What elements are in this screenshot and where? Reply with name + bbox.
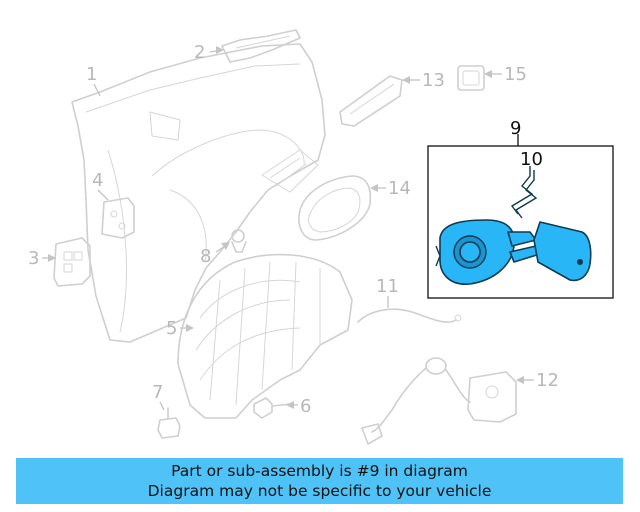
callout-7-label: 7 [152,382,163,403]
callout-14-label: 14 [388,178,411,199]
part-6-bolt [253,397,293,419]
part-1-quarter-panel [71,43,326,343]
part-3-mount [53,237,91,287]
part-7-clip [157,407,181,439]
part-12-actuator [361,357,517,445]
part-15-seal [457,65,485,91]
callout-11-label: 11 [376,276,399,297]
callout-4-label: 4 [92,170,103,191]
part-13-trim [339,75,403,127]
callout-5-label: 5 [166,318,177,339]
callout-15-label: 15 [504,64,527,85]
callout-6: 6 [286,396,311,417]
callout-8: 8 [200,242,230,267]
callout-9-label: 9 [510,118,521,139]
callout-2: 2 [194,42,224,63]
callout-11: 11 [376,276,399,308]
part-14-housing [298,175,372,241]
callout-3: 3 [28,248,56,269]
callout-12: 12 [516,370,559,391]
callout-4: 4 [92,170,109,201]
part-4-bracket [101,197,135,239]
callout-10-label: 10 [520,149,543,170]
callout-12-label: 12 [536,370,559,391]
callout-6-label: 6 [300,396,311,417]
callout-14: 14 [370,178,411,199]
part-5-wheelhouse-liner [177,253,353,419]
info-banner: Part or sub-assembly is #9 in diagram Di… [16,458,623,504]
callout-13: 13 [402,70,445,91]
callout-5: 5 [166,318,194,339]
callout-1: 1 [86,64,101,97]
callout-1-label: 1 [86,64,97,85]
callout-7: 7 [152,382,165,411]
part-11-drain-tube [357,308,462,323]
banner-line-1: Part or sub-assembly is #9 in diagram [171,462,468,480]
part-9-door [533,221,592,282]
banner-line-2: Diagram may not be specific to your vehi… [147,482,492,500]
part-9-box [427,145,614,299]
callout-3-label: 3 [28,248,39,269]
callout-2-label: 2 [194,42,205,63]
part-2-bracket [221,29,301,63]
callout-8-label: 8 [200,246,211,267]
callout-13-label: 13 [422,70,445,91]
callout-15: 15 [484,64,527,85]
part-9-fuel-door-assembly: 9 10 [427,118,614,299]
part-8-fastener [231,229,247,253]
